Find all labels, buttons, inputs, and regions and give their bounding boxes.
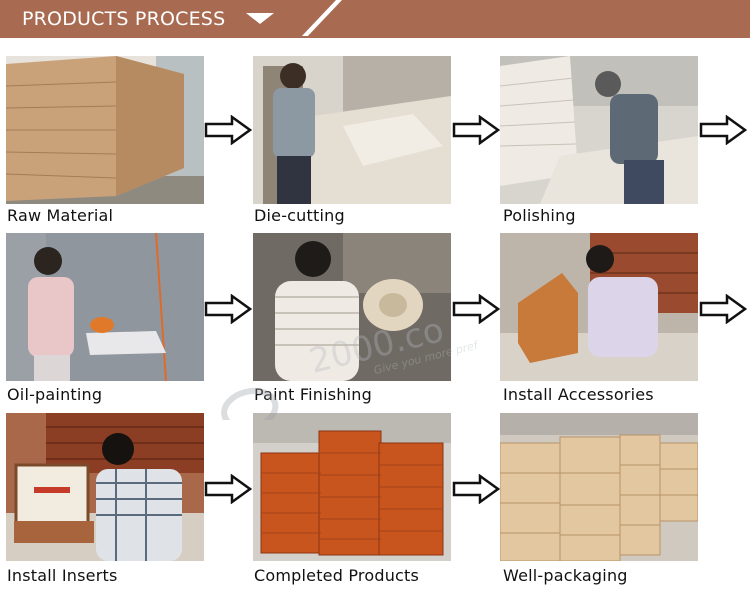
step-label: Oil-painting (7, 385, 103, 404)
right-outline-arrow-icon (452, 474, 500, 504)
photo-install-accessories (500, 233, 698, 381)
photo-polishing (500, 56, 698, 204)
step-label: Die-cutting (254, 206, 345, 225)
right-outline-arrow-icon (699, 294, 747, 324)
step-label: Well-packaging (503, 566, 628, 585)
photo-completed-products (253, 413, 451, 561)
step-label: Install Accessories (503, 385, 654, 404)
down-triangle-icon (246, 13, 274, 24)
right-outline-arrow-icon (204, 115, 252, 145)
photo-raw-material (6, 56, 204, 204)
right-outline-arrow-icon (699, 115, 747, 145)
photo-oil-painting (6, 233, 204, 381)
step-label: Install Inserts (7, 566, 118, 585)
step-label: Polishing (503, 206, 576, 225)
page-title: PRODUCTS PROCESS (22, 8, 226, 30)
right-outline-arrow-icon (204, 294, 252, 324)
step-label: Completed Products (254, 566, 420, 585)
photo-paint-finishing (253, 233, 451, 381)
photo-well-packaging (500, 413, 698, 561)
photo-install-inserts (6, 413, 204, 561)
header-banner: PRODUCTS PROCESS (0, 0, 750, 38)
step-label: Paint Finishing (254, 385, 372, 404)
photo-die-cutting (253, 56, 451, 204)
right-outline-arrow-icon (452, 115, 500, 145)
right-outline-arrow-icon (204, 474, 252, 504)
banner-background (0, 0, 750, 38)
right-outline-arrow-icon (452, 294, 500, 324)
step-label: Raw Material (7, 206, 114, 225)
